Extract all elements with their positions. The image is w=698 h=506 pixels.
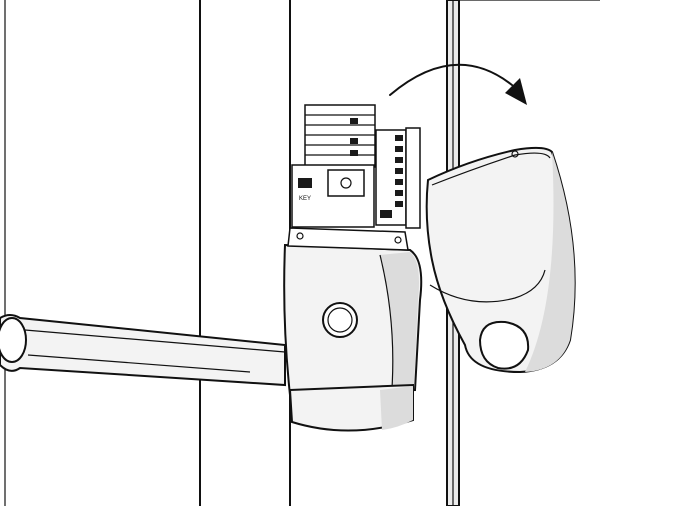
module-fins bbox=[305, 114, 375, 156]
brand-label: KEY bbox=[299, 196, 311, 202]
operator-arm bbox=[0, 314, 286, 387]
rotation-arrow-icon bbox=[389, 63, 527, 105]
terminal-block bbox=[375, 129, 407, 226]
removed-cover bbox=[425, 146, 576, 374]
motor-housing bbox=[283, 243, 423, 432]
control-board: KEY bbox=[287, 104, 421, 251]
